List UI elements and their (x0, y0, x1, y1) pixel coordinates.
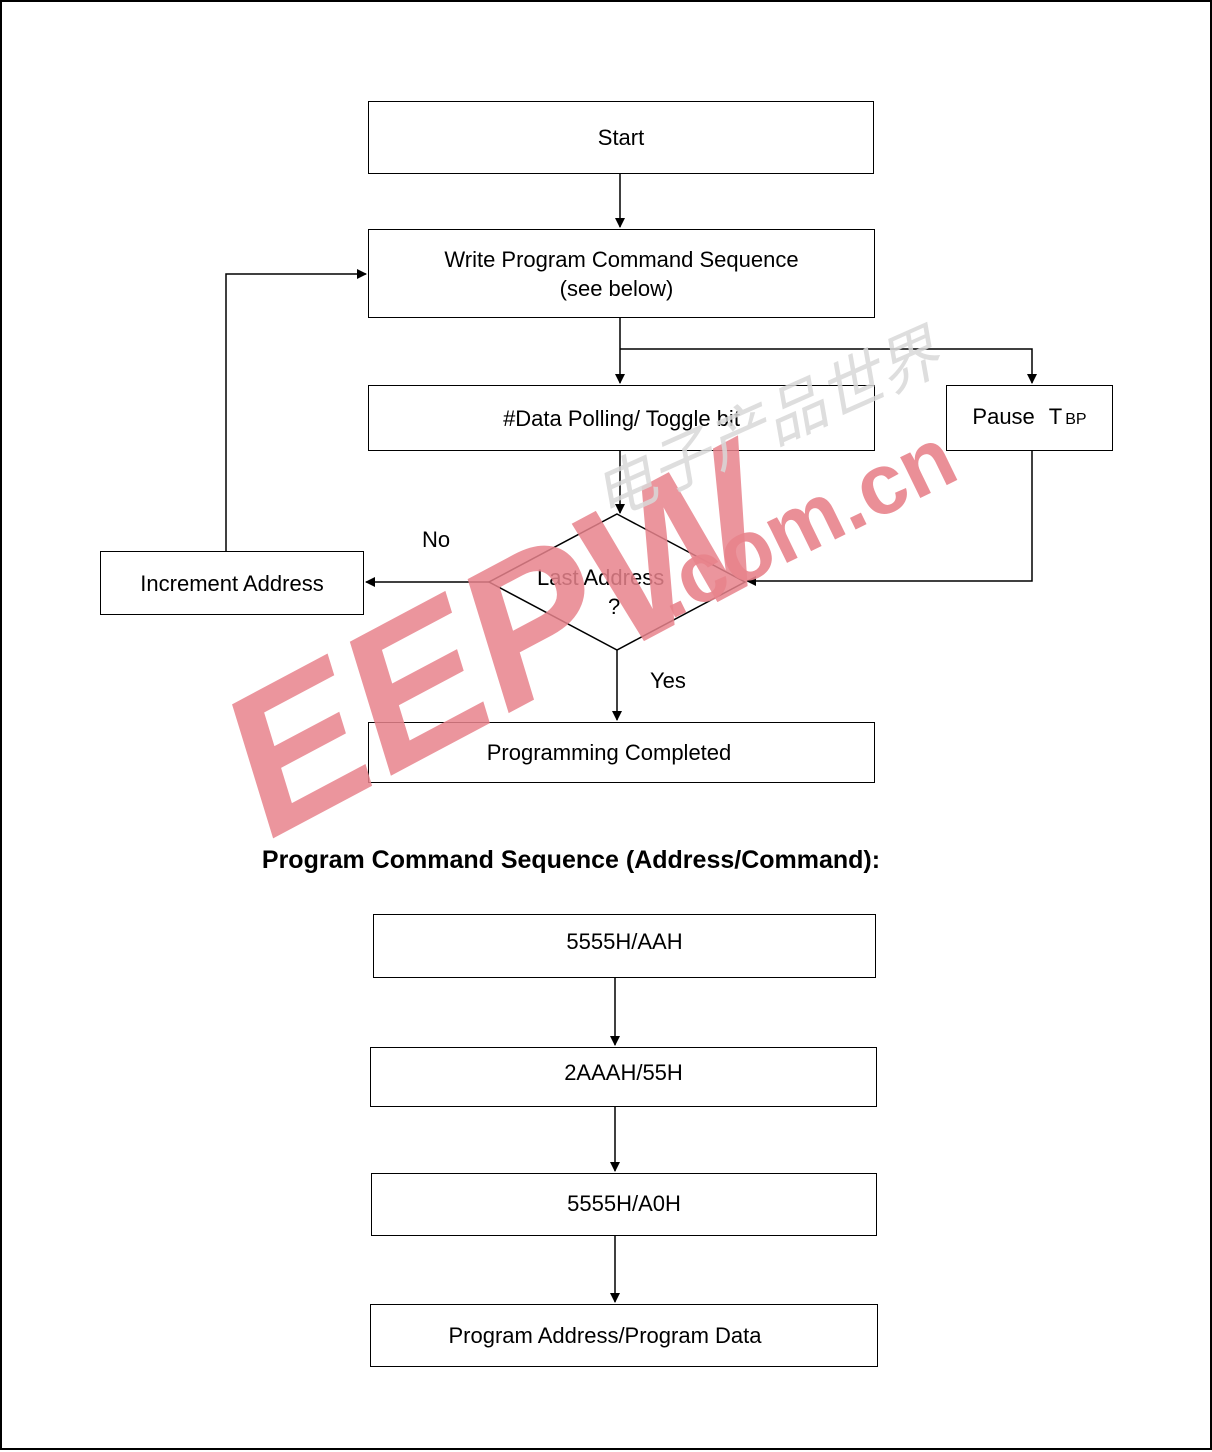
no-label: No (422, 527, 451, 552)
arrow-pause-to-decision (746, 451, 1033, 586)
programming-completed-box: Programming Completed (368, 722, 875, 783)
decision-diamond (487, 513, 747, 651)
arrow-increment-to-write (225, 269, 367, 551)
start-label: Start (597, 125, 645, 150)
sequence-step-3: 5555H/A0H (371, 1173, 877, 1236)
decision-label: Last Address (537, 565, 665, 590)
polling-label: #Data Polling/ Toggle bit (503, 405, 740, 431)
sequence-step-2: 2AAAH/55H (370, 1047, 877, 1107)
yes-label: Yes (650, 668, 686, 693)
sequence-step-2-label: 2AAAH/55H (564, 1059, 683, 1085)
write-command-label: Write Program Command Sequence (444, 246, 799, 272)
sequence-step-1-label: 5555H/AAH (566, 928, 683, 954)
arrow-write-to-pause (620, 348, 1037, 384)
polling-box: #Data Polling/ Toggle bit (368, 385, 875, 451)
sequence-title: Program Command Sequence (Address/Comman… (261, 846, 881, 874)
write-command-note: (see below) (559, 275, 674, 301)
sequence-step-4-label: Program Address/Program Data (448, 1323, 762, 1348)
start-box: Start (368, 101, 874, 174)
pause-label: Pause (972, 404, 1035, 429)
programming-completed-label: Programming Completed (486, 740, 732, 765)
sequence-step-1: 5555H/AAH (373, 914, 876, 978)
increment-address-box: Increment Address (100, 551, 364, 615)
sequence-step-3-label: 5555H/A0H (567, 1191, 681, 1216)
sequence-step-4: Program Address/Program Data (370, 1304, 878, 1367)
write-command-box: Write Program Command Sequence (see belo… (368, 229, 875, 318)
pause-symbol-letter: T (1048, 404, 1063, 429)
pause-subscript: BP (1065, 411, 1087, 428)
decision-question: ? (608, 594, 621, 619)
increment-address-label: Increment Address (140, 570, 324, 596)
